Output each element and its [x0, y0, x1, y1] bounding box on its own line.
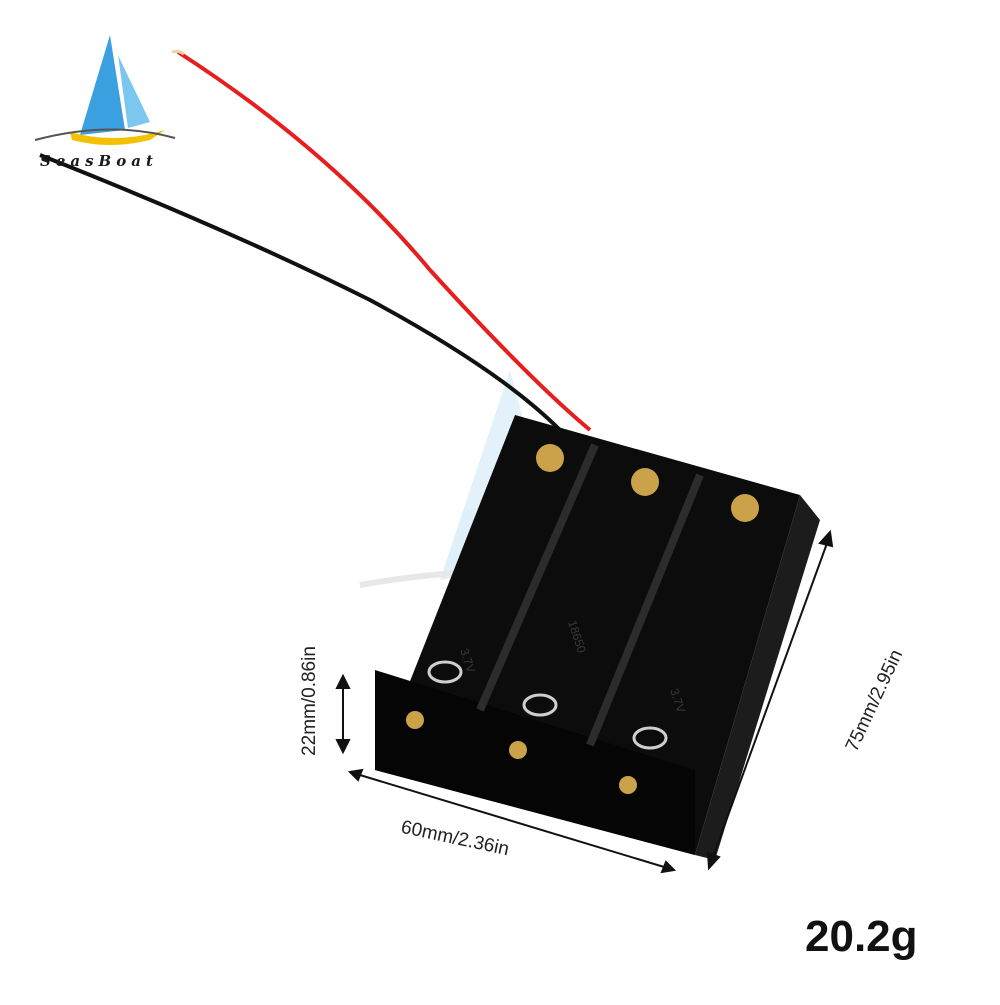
- seasboat-logo: [34, 35, 176, 145]
- contact-top-3: [731, 494, 759, 522]
- width-arrow: [349, 771, 675, 871]
- front-rivet-1: [406, 711, 424, 729]
- front-rivet-3: [619, 776, 637, 794]
- logo-hull: [70, 130, 165, 145]
- logo-sail-left: [80, 35, 125, 135]
- contact-top-2: [631, 468, 659, 496]
- front-rivet-2: [509, 741, 527, 759]
- black-wire: [39, 153, 562, 432]
- weight-label: 20.2g: [805, 912, 918, 961]
- brand-name: SeasBoat: [40, 152, 158, 170]
- spring-1: [427, 660, 463, 684]
- logo-sail-right: [118, 55, 150, 128]
- battery-case: [375, 415, 820, 860]
- spring-3: [632, 726, 668, 750]
- red-wire-tip: [171, 49, 185, 56]
- logo-wave: [34, 128, 176, 141]
- contact-top-1: [536, 444, 564, 472]
- dimension-arrows: [335, 529, 834, 874]
- red-wire: [176, 50, 592, 432]
- height-label: 22mm/0.86in: [298, 646, 320, 756]
- spring-2: [522, 693, 558, 717]
- length-arrow: [709, 534, 831, 866]
